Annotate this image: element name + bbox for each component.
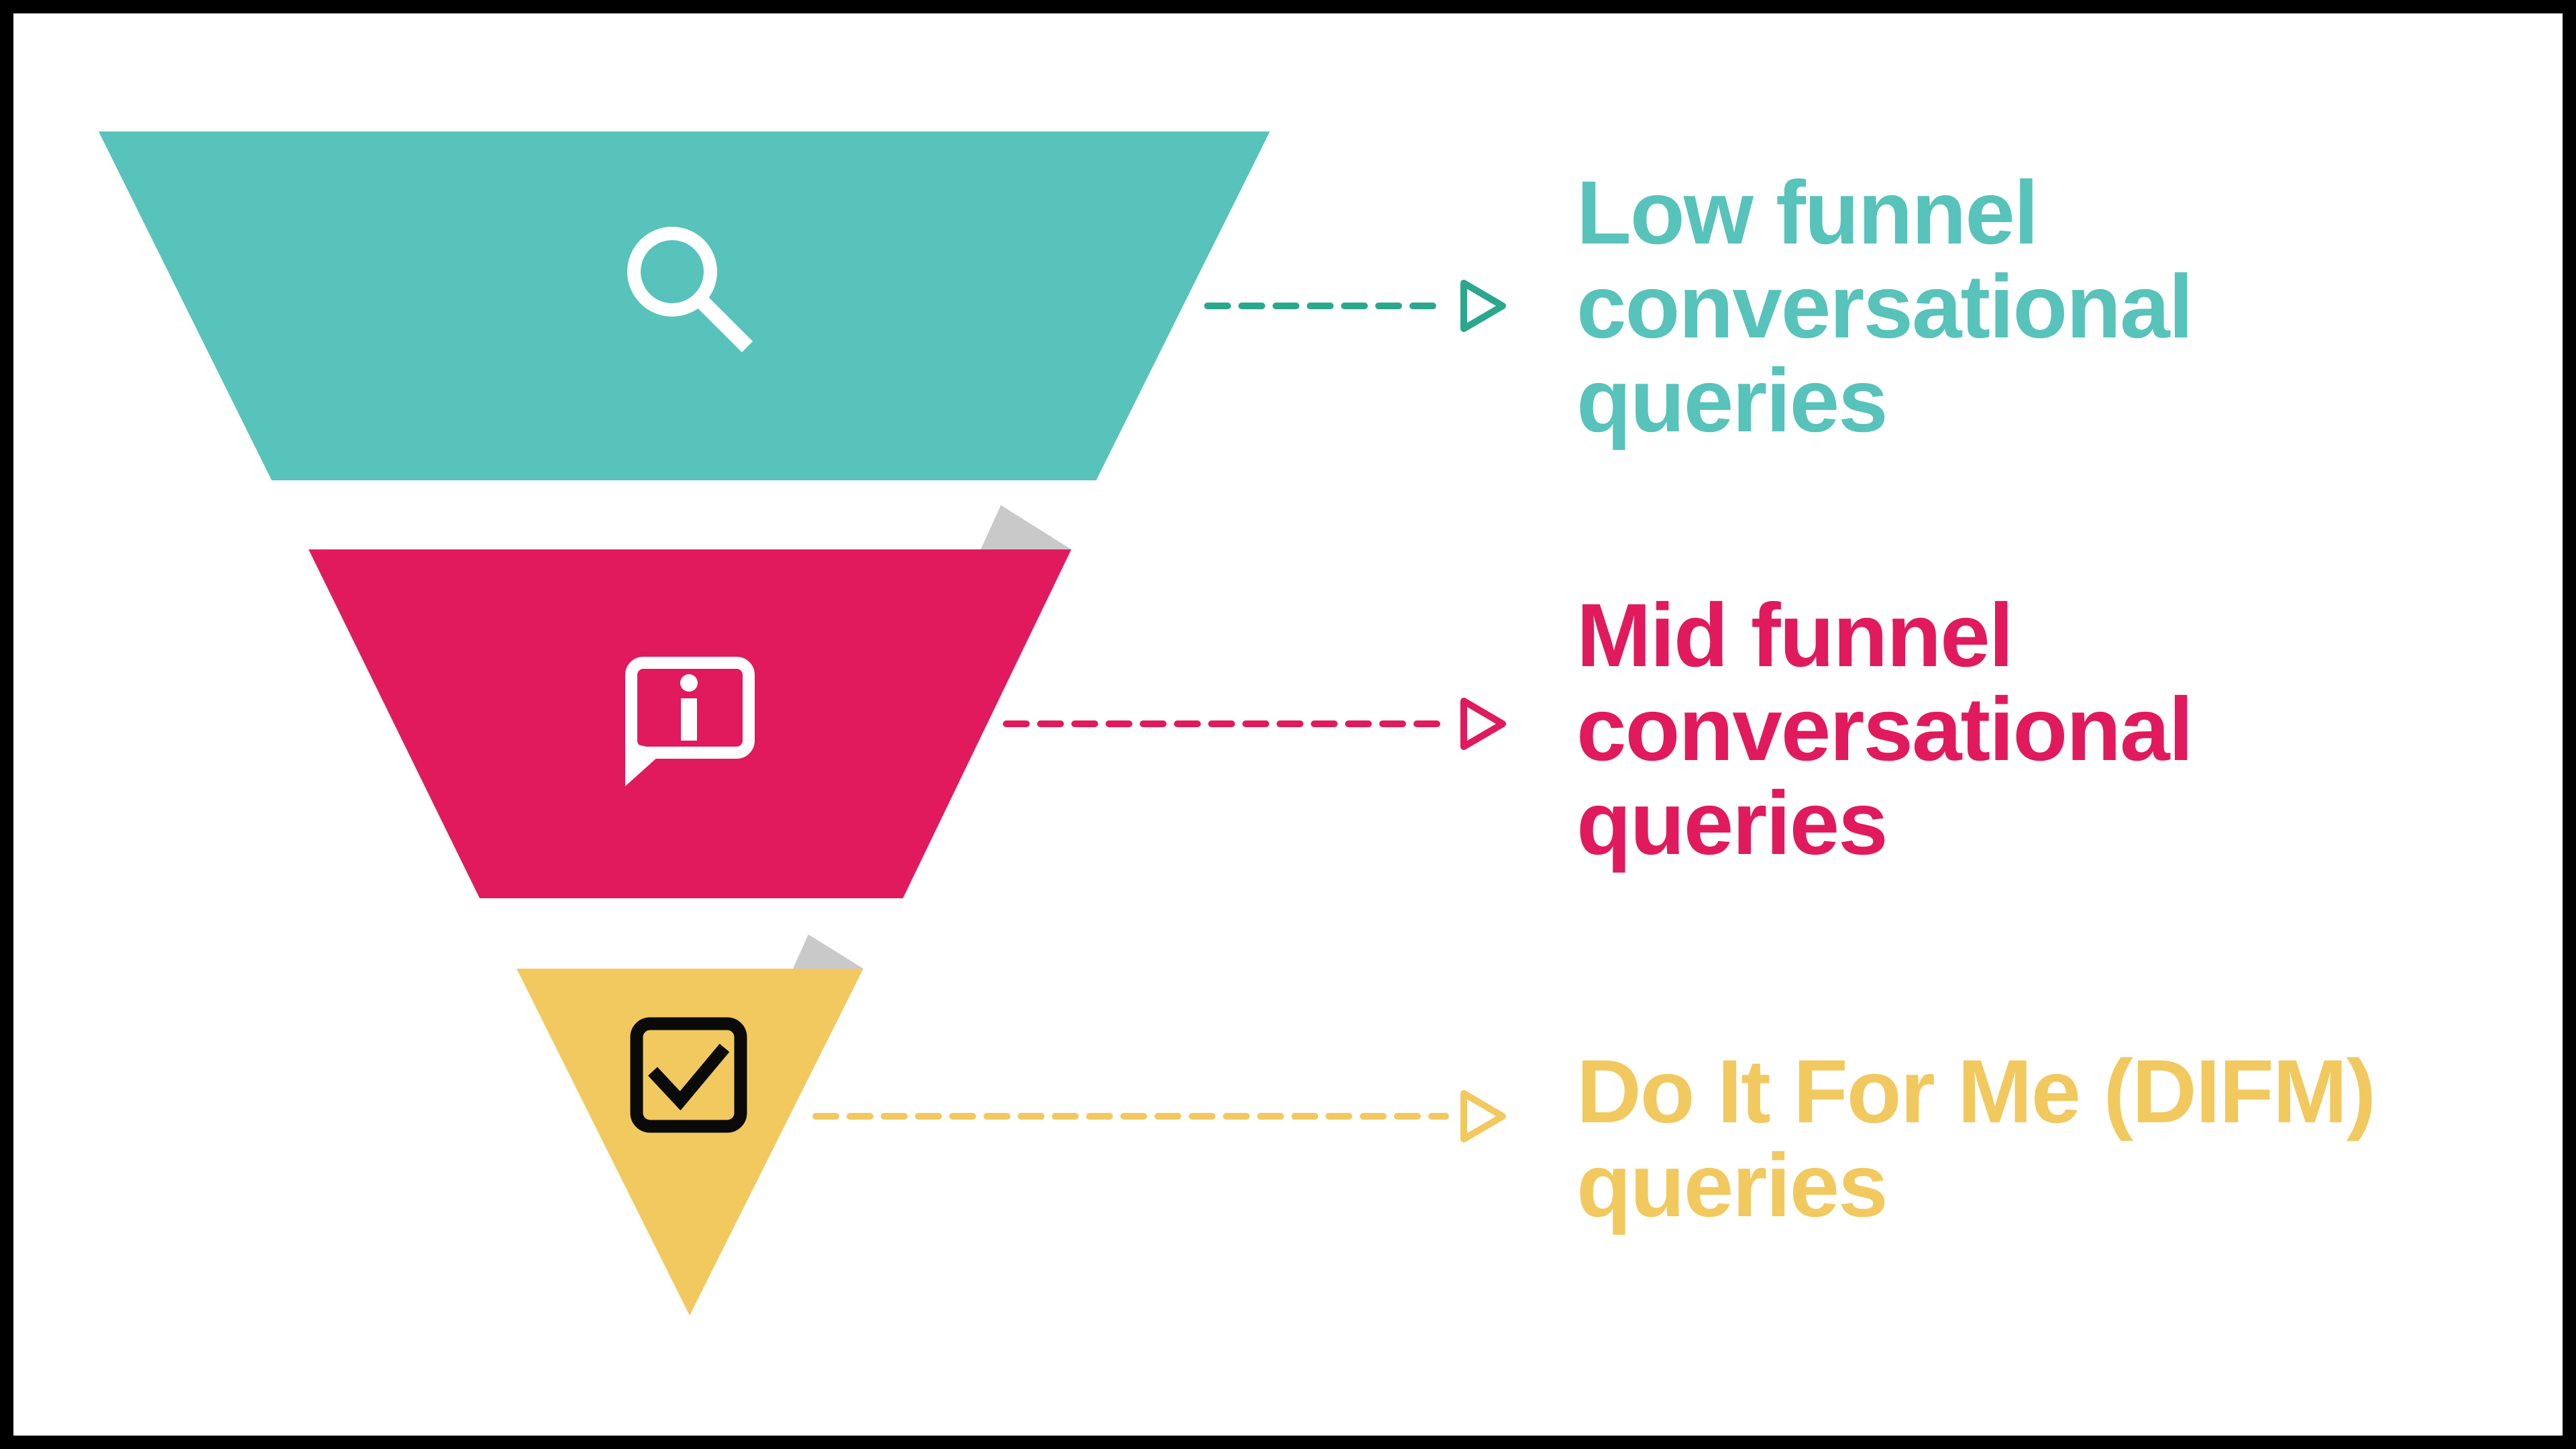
dashed-arrow-mid bbox=[1003, 698, 1506, 750]
dashed-arrow-low bbox=[1204, 280, 1506, 332]
fold-corner-difm bbox=[793, 934, 863, 969]
dashed-arrow-difm bbox=[812, 1090, 1506, 1142]
label-difm-queries: Do It For Me (DIFM) queries bbox=[1576, 1042, 2376, 1236]
search-icon bbox=[627, 227, 753, 353]
fold-corner-mid bbox=[981, 505, 1071, 549]
funnel-tier-difm bbox=[517, 969, 863, 1316]
label-mid-funnel: Mid funnel conversational queries bbox=[1576, 586, 2194, 873]
info-speech-bubble-icon bbox=[625, 657, 755, 786]
checkbox-checked-icon bbox=[630, 1017, 747, 1133]
funnel-diagram bbox=[99, 131, 1506, 1316]
label-low-funnel: Low funnel conversational queries bbox=[1576, 163, 2194, 451]
